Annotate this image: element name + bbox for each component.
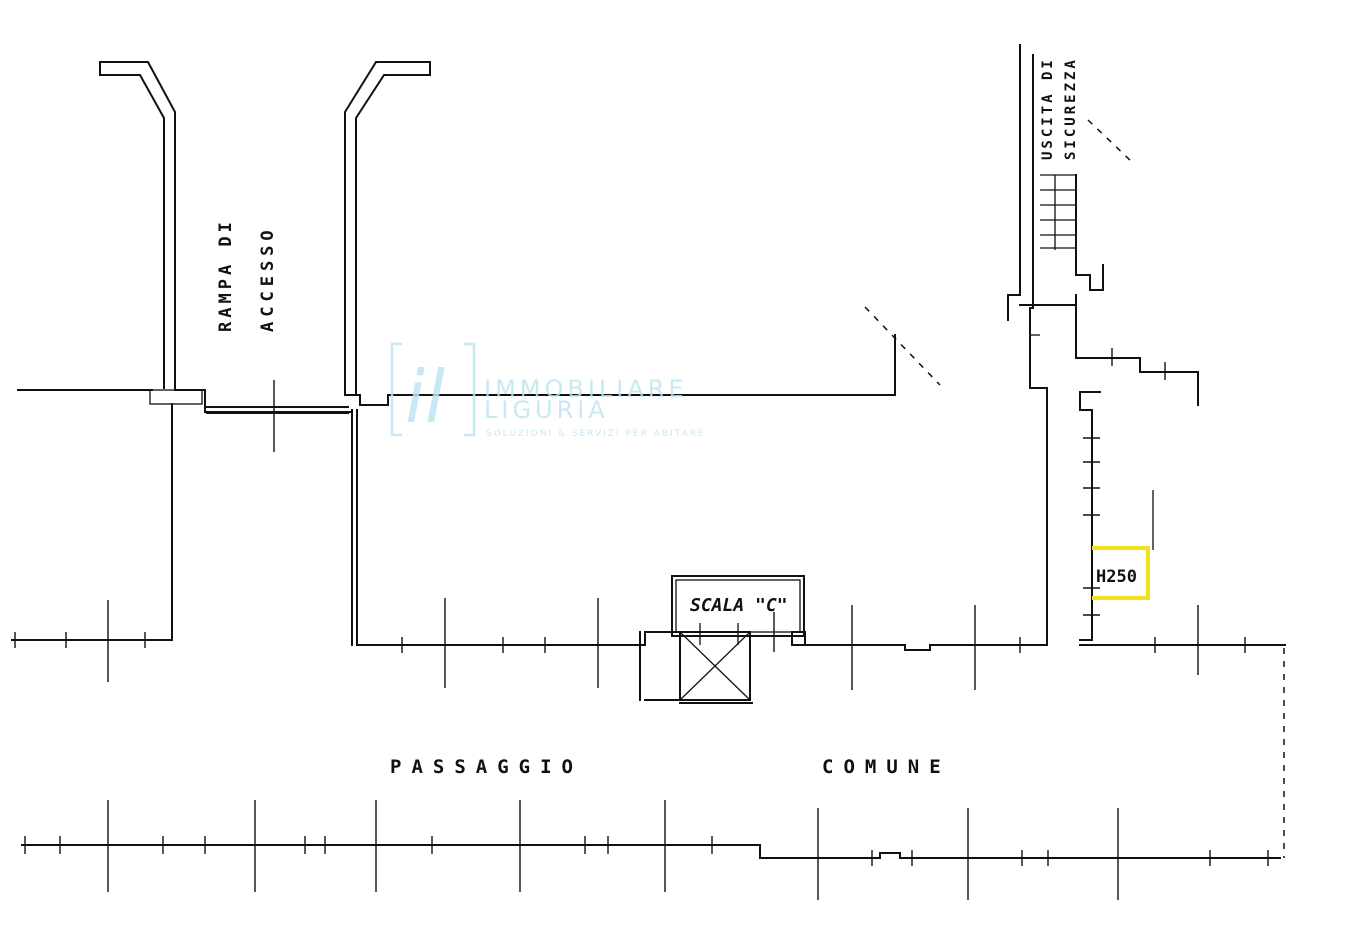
watermark-name-line1: IMMOBILIARE: [484, 375, 688, 403]
height-highlight: [1092, 546, 1150, 600]
ramp-right-wall: [344, 61, 941, 646]
passage-label-2: COMUNE: [822, 756, 951, 778]
stair-c-block: [639, 575, 806, 704]
exit-label-line2: SICUREZZA: [1063, 57, 1079, 160]
upper-corridor-wall: [11, 403, 1286, 858]
stair-label: SCALA "C": [690, 595, 788, 616]
height-label: H250: [1096, 567, 1137, 587]
watermark-tagline: SOLUZIONI & SERVIZI PER ABITARE: [486, 429, 706, 439]
height-label-box: H250: [1092, 546, 1150, 600]
watermark: il IMMOBILIARE LIGURIA SOLUZIONI & SERVI…: [390, 342, 706, 439]
ramp-left-wall: [17, 61, 353, 452]
watermark-logo-glyph: il: [405, 355, 445, 439]
safety-exit-area: [1007, 44, 1199, 646]
passage-label-1: PASSAGGIO: [390, 756, 583, 778]
watermark-left-bracket: [390, 342, 402, 437]
ramp-label-line2: ACCESSO: [258, 225, 278, 332]
watermark-name-line2: LIGURIA: [484, 396, 609, 424]
lower-corridor-wall: [21, 800, 1281, 900]
ramp-label-line1: RAMPA DI: [216, 218, 236, 332]
exit-label-line1: USCITA DI: [1040, 57, 1056, 160]
watermark-right-bracket: [464, 342, 476, 437]
